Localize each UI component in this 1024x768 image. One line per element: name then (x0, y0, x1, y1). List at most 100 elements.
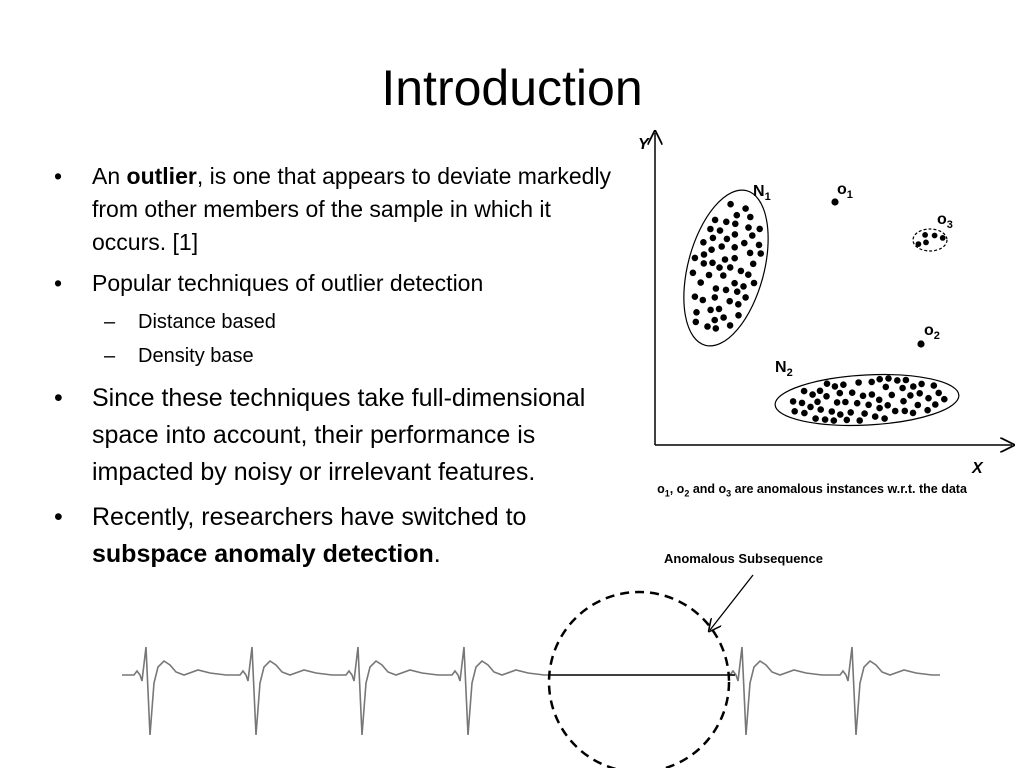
label-subscript: 2 (933, 330, 940, 343)
cluster-n1-point (716, 264, 723, 271)
cluster-n2-point (910, 383, 917, 390)
cluster-n2-point (853, 399, 861, 407)
anomaly-highlight-circle (547, 590, 731, 768)
cluster-n2-point (807, 403, 814, 411)
cluster-n1-point (718, 243, 725, 250)
cluster-n2-point (814, 398, 821, 406)
outlier-o3-points (915, 232, 946, 247)
bullet-text: Recently, researchers have switched to (92, 503, 527, 531)
cluster-n2-point (798, 399, 806, 407)
cluster-n1-point (715, 305, 723, 313)
cluster-n1-points (689, 200, 764, 332)
cluster-n2-point (907, 392, 914, 399)
outlier-scatter-diagram (610, 125, 1020, 485)
label-text: N (775, 359, 787, 376)
cluster-n2-point (885, 375, 892, 382)
cluster-n1-point (720, 272, 727, 279)
cluster-n1-point (723, 235, 731, 243)
cluster-n1-point (731, 254, 738, 262)
cluster-n2-point (791, 408, 798, 415)
cluster-n1-point (756, 225, 763, 233)
anomaly-pointer-arrow (710, 574, 754, 630)
cluster-n1-point (750, 279, 758, 287)
cluster-n1-boundary (683, 189, 769, 347)
cluster-n1-point (745, 271, 752, 278)
cluster-n2-point (881, 415, 888, 422)
cluster-n1-point (723, 218, 730, 226)
outlier-o3-point (915, 241, 922, 247)
cluster-n1-point (747, 213, 754, 221)
cluster-n2-point (924, 406, 931, 414)
cluster-n2-point (856, 417, 863, 424)
cluster-n2-point (909, 409, 917, 417)
cluster-n2-point (871, 413, 879, 420)
cluster-n2-point (941, 395, 948, 403)
cluster-n2-point (868, 378, 875, 386)
cluster-n1-point (707, 306, 714, 314)
sub-bullet-dash: – (104, 345, 116, 367)
label-subscript: 1 (764, 191, 771, 204)
bullet-dot: • (54, 163, 63, 189)
cluster-n2-point (861, 410, 868, 417)
cluster-n1-point (735, 301, 742, 308)
cluster-n2-point (836, 389, 844, 397)
caption-subscript: 2 (684, 488, 690, 499)
caption-subscript: 3 (726, 488, 732, 499)
cluster-n1-point (749, 260, 757, 268)
sub-bullet-text: Density base (138, 345, 254, 367)
cluster-n2-point (828, 408, 836, 415)
cluster-n1-point (755, 241, 763, 249)
cluster-n1-point (727, 200, 734, 208)
cluster-n1-point (742, 294, 749, 301)
bullet-text: , is one that appears to deviate markedl… (92, 163, 612, 255)
cluster-n1-point (711, 294, 719, 301)
slide-title: Introduction (381, 60, 643, 116)
cluster-n2-point (801, 409, 808, 417)
cluster-n2-points (789, 375, 948, 424)
cluster-n1-point (708, 246, 715, 253)
cluster-n1-point (732, 220, 739, 228)
sub-bullet-text: Distance based (138, 311, 276, 333)
cluster-n2-point (891, 407, 899, 415)
sub-bullet-dash: – (104, 311, 116, 333)
cluster-n2-point (888, 391, 896, 399)
cluster-n2-point (868, 391, 876, 398)
cluster-n1-point (722, 286, 730, 294)
cluster-n2-point (876, 375, 883, 383)
cluster-n1-point (726, 264, 734, 271)
cluster-n2-point (855, 379, 862, 386)
cluster-n2-boundary (774, 373, 960, 427)
caption-text: o (657, 482, 665, 496)
bullet-text: . (433, 540, 441, 568)
cluster-n2-point (914, 401, 922, 409)
sub-bullet-distance: – Distance based (52, 308, 627, 336)
cluster-n1-point (707, 225, 714, 233)
cluster-n1-point (745, 224, 752, 231)
cluster-n2-label: N2 (775, 359, 793, 379)
label-subscript: 2 (786, 367, 793, 380)
cluster-n1-point (731, 231, 739, 238)
y-axis-label: Y (638, 136, 649, 153)
cluster-n1-point (726, 297, 733, 305)
cluster-n2-point (840, 381, 847, 389)
label-subscript: 1 (846, 189, 853, 202)
bullet-recent: • Recently, researchers have switched to… (52, 499, 627, 573)
cluster-n1-point (749, 232, 756, 239)
cluster-n2-point (930, 382, 938, 389)
cluster-n2-point (842, 398, 849, 406)
anomalous-subsequence-label: Anomalous Subsequence (664, 551, 823, 566)
cluster-n2-point (882, 383, 890, 391)
bullet-dot: • (54, 384, 63, 412)
cluster-n2-point (875, 396, 883, 404)
cluster-n2-point (800, 387, 808, 395)
cluster-n1-point (741, 239, 748, 247)
cluster-n2-point (865, 401, 872, 409)
cluster-n2-point (916, 390, 923, 397)
cluster-n1-point (737, 267, 745, 275)
cluster-n2-point (812, 415, 819, 422)
outlier-o1-point (831, 198, 839, 206)
cluster-n2-point (935, 389, 942, 397)
cluster-n1-point (691, 254, 699, 262)
cluster-n1-point (742, 205, 749, 212)
cluster-n1-point (689, 269, 697, 277)
